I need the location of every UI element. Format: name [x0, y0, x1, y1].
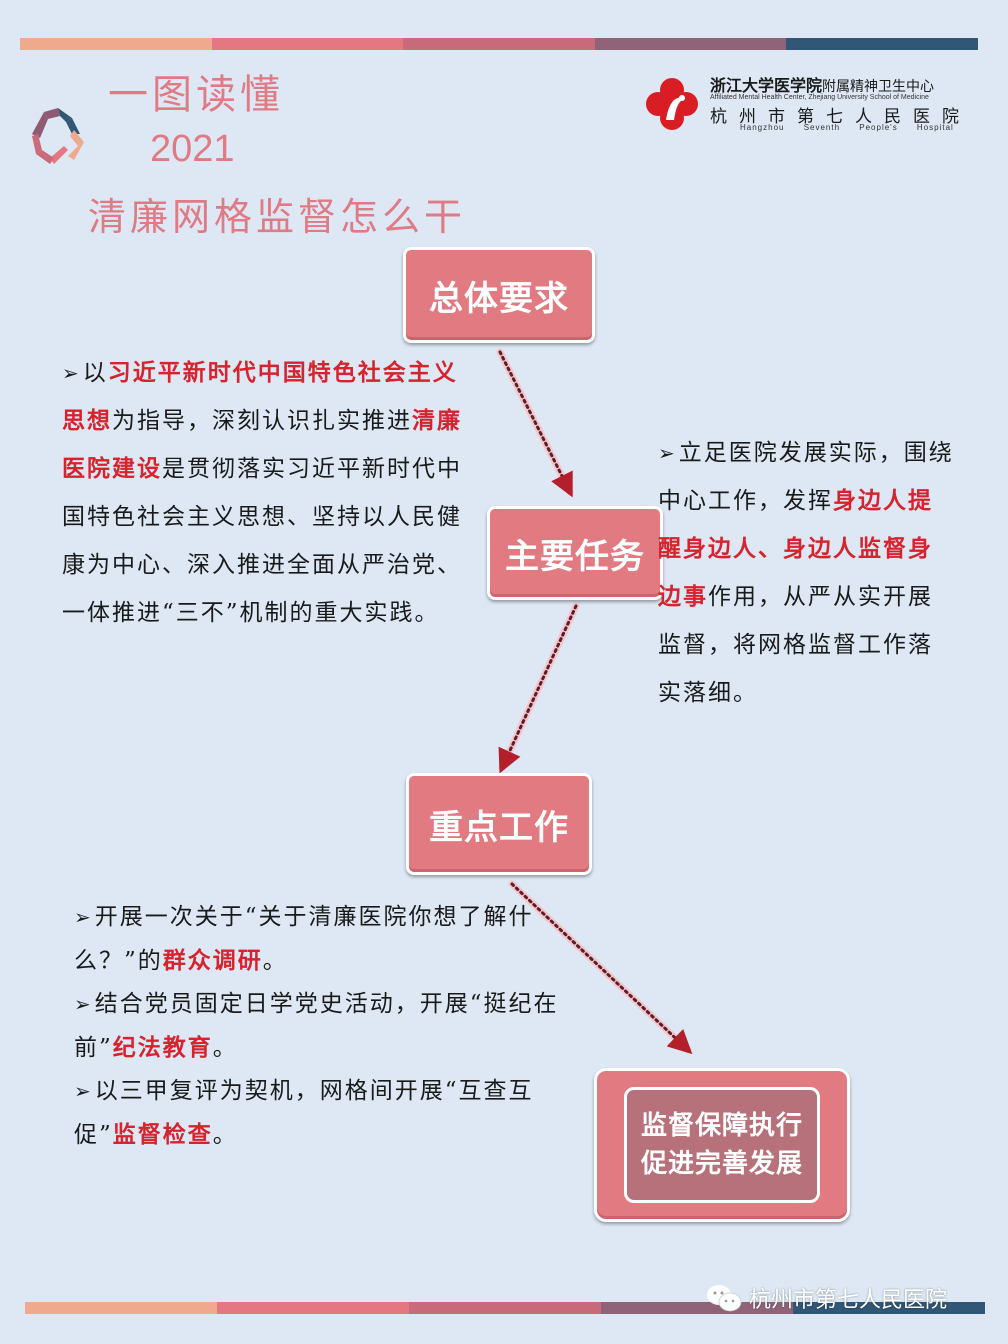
overall-requirements-text: ➢以习近平新时代中国特色社会主义思想为指导，深刻认识扎实推进清廉医院建设是贯彻落…	[62, 359, 462, 626]
wechat-watermark: 杭州市第七人民医院	[705, 1282, 947, 1314]
hospital-name-zh-top: 浙江大学医学院附属精神卫生中心	[710, 76, 935, 95]
node-key-work: 重点工作	[406, 773, 592, 875]
goal-line-1: 监督保障执行	[640, 1111, 803, 1141]
title-line-1: 一图读懂	[108, 72, 284, 118]
arrow-tasks-to-keywork	[498, 604, 578, 774]
stripe-segment	[217, 1302, 409, 1314]
hospital-name-en-top: Affiliated Mental Health Center, Zhejian…	[710, 94, 929, 101]
list-item: ➢结合党员固定日学党史活动，开展“挺纪在前”纪法教育。	[74, 991, 559, 1061]
hospital-emblem-icon	[646, 78, 698, 130]
wechat-account-name: 杭州市第七人民医院	[749, 1288, 948, 1313]
list-item: ➢以三甲复评为契机，网格间开展“互查互促”监督检查。	[74, 1078, 534, 1148]
stripe-segment	[211, 38, 404, 50]
stripe-segment	[793, 1302, 985, 1314]
main-tasks-text: ➢立足医院发展实际，围绕中心工作，发挥身边人提醒身边人、身边人监督身边事作用，从…	[658, 440, 954, 706]
goal-line-2: 促进完善发展	[640, 1149, 803, 1179]
title-line-3: 清廉网格监督怎么干	[88, 195, 467, 239]
node-overall-requirements: 总体要求	[403, 247, 595, 343]
key-work-list: ➢开展一次关于“关于清廉医院你想了解什么？”的群众调研。 ➢结合党员固定日学党史…	[74, 896, 564, 1157]
top-color-stripe	[20, 38, 978, 50]
stripe-segment	[786, 38, 978, 50]
wechat-icon	[707, 1285, 742, 1312]
arrow-bullet-icon: ➢	[74, 1079, 93, 1103]
highlight: 监督检查	[112, 1121, 213, 1148]
arrow-bullet-icon: ➢	[658, 441, 677, 465]
highlight: 群众调研	[162, 947, 263, 974]
list-item: ➢开展一次关于“关于清廉医院你想了解什么？”的群众调研。	[74, 904, 534, 974]
stripe-segment	[409, 1302, 601, 1314]
stripe-segment	[601, 1302, 793, 1314]
pinwheel-logo-icon	[32, 108, 84, 164]
node-main-tasks: 主要任务	[487, 506, 663, 600]
stripe-segment	[20, 38, 212, 50]
arrow-overall-to-tasks	[498, 350, 573, 498]
title-year: 2021	[150, 128, 235, 170]
stripe-segment	[403, 38, 595, 50]
hospital-name-en: Hangzhou Seventh People's Hospital	[740, 123, 954, 132]
highlight: 清廉医院建设	[62, 407, 462, 482]
hospital-name-zh: 杭州市第七人民医院	[710, 107, 971, 127]
node-goal-inner: 监督保障执行 促进完善发展	[624, 1087, 820, 1203]
highlight: 纪法教育	[112, 1034, 213, 1061]
node-goal: 监督保障执行 促进完善发展	[594, 1068, 850, 1222]
highlight: 习近平新时代中国特色社会主义思想	[62, 359, 458, 434]
hospital-logo: 浙江大学医学院附属精神卫生中心 Affiliated Mental Health…	[644, 70, 984, 136]
arrow-bullet-icon: ➢	[74, 992, 93, 1016]
stripe-segment	[25, 1302, 217, 1314]
arrow-bullet-icon: ➢	[74, 905, 93, 929]
bottom-color-stripe	[25, 1302, 985, 1314]
highlight: 身边人提醒身边人、身边人监督身边事	[658, 487, 933, 610]
arrow-bullet-icon: ➢	[62, 361, 81, 385]
stripe-segment	[594, 38, 787, 50]
